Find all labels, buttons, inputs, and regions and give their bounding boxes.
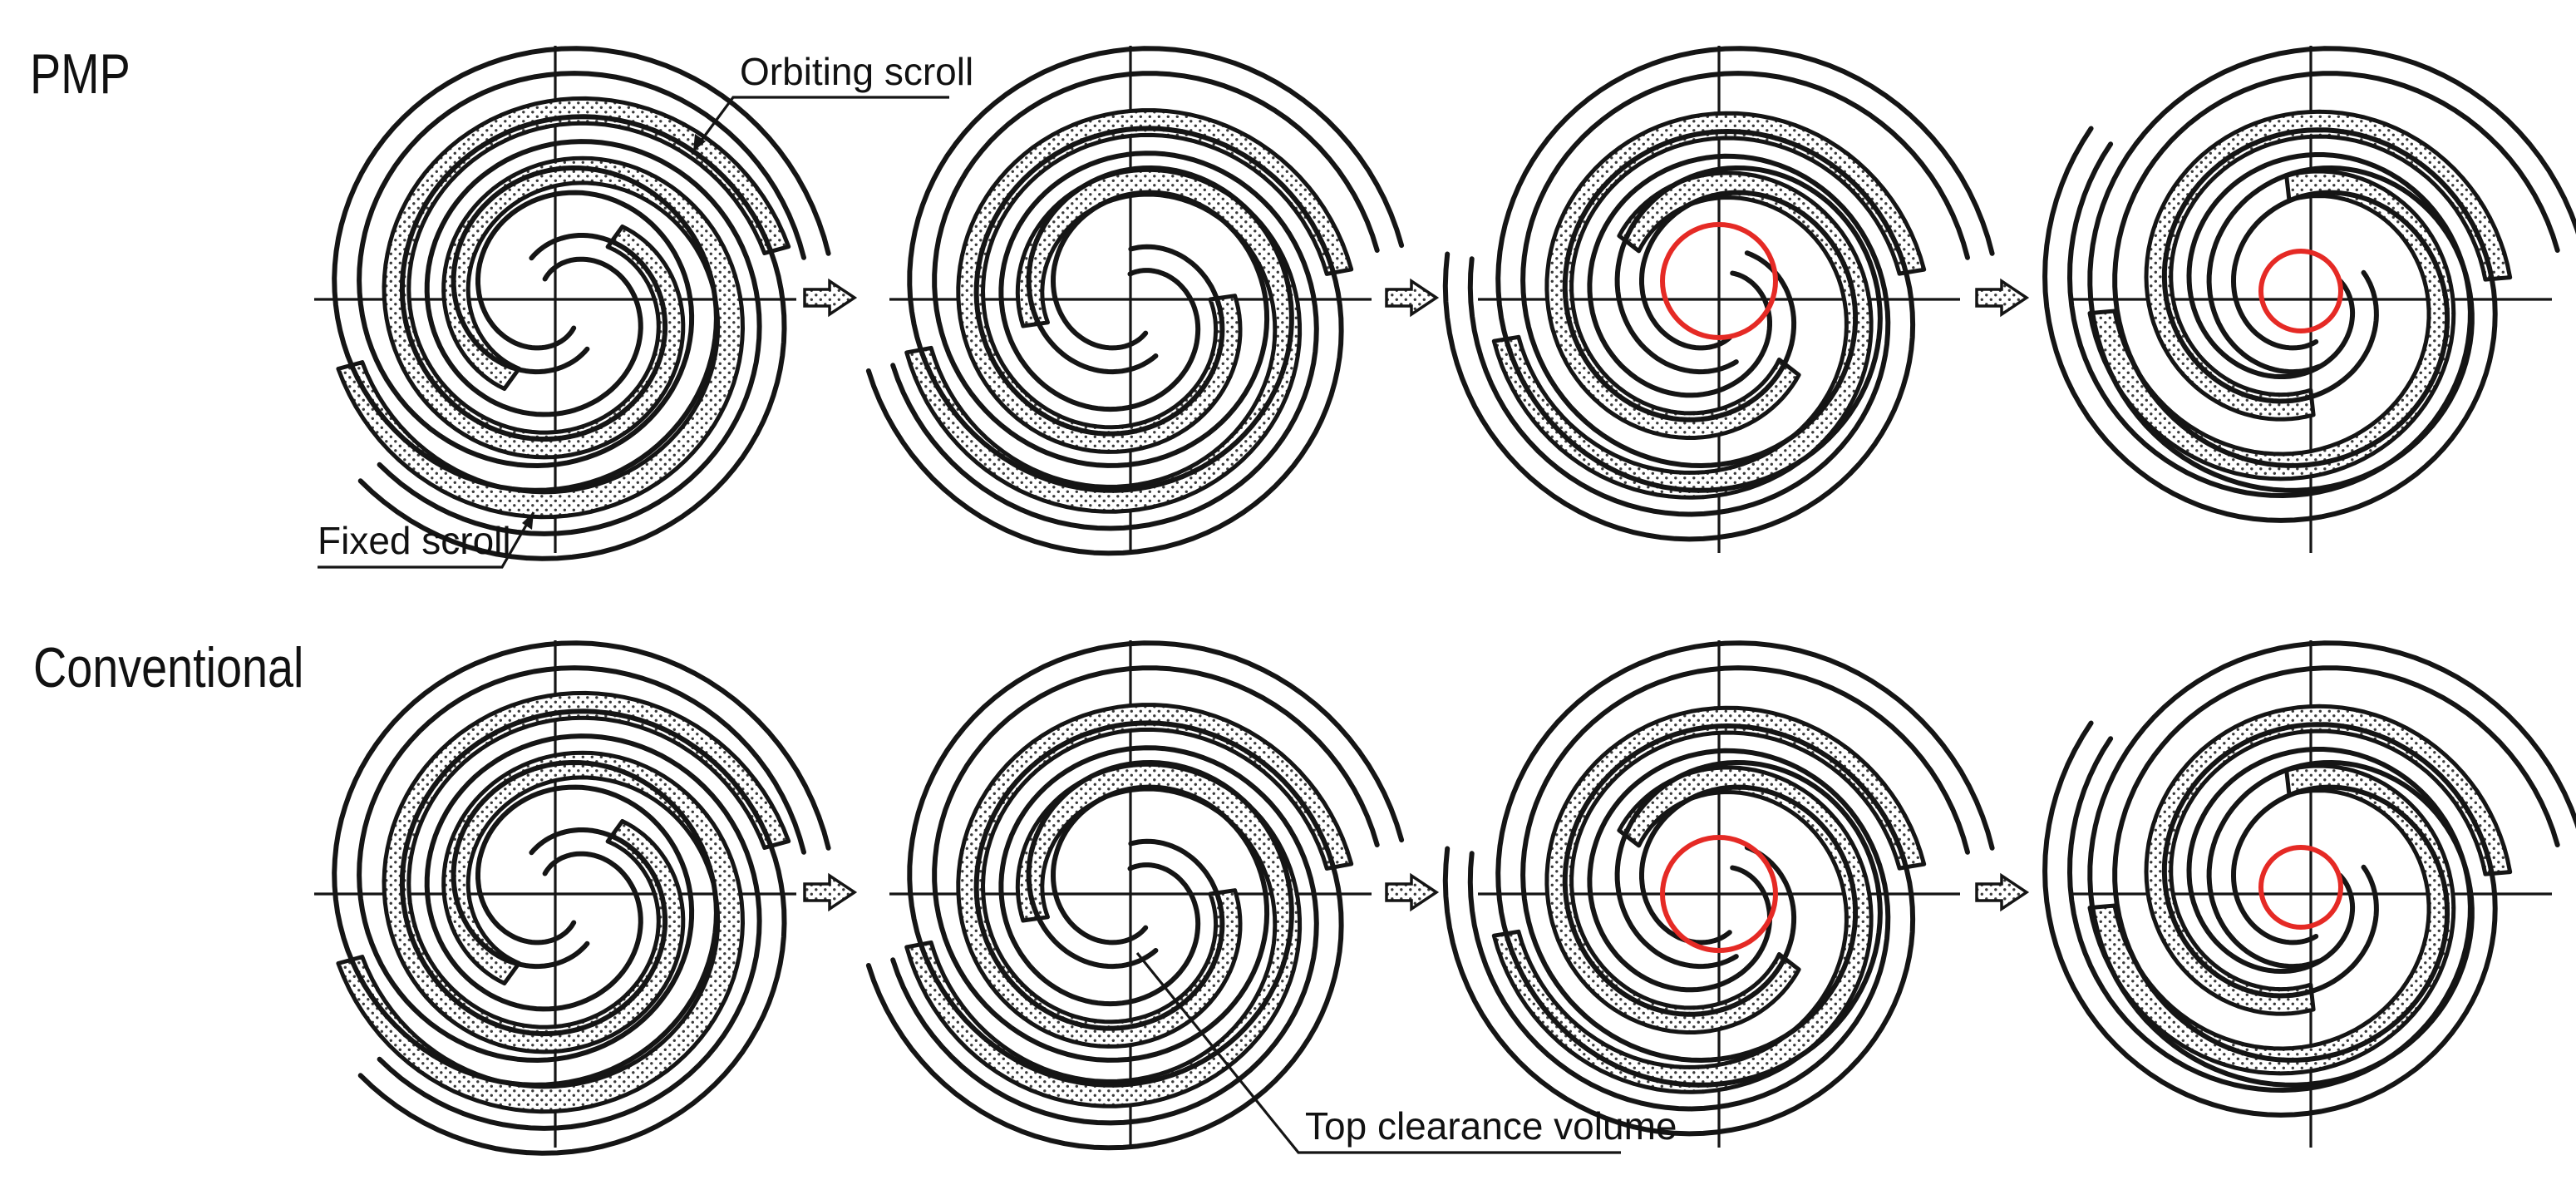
fixed-scroll-outer-wall <box>1495 640 1995 1088</box>
orbiting-scroll-outer-wall <box>1442 129 1916 542</box>
stage-2-3 <box>1442 640 2030 1148</box>
fixed-scroll-label: Fixed scroll <box>318 519 511 562</box>
fixed-scroll-callout: Fixed scroll <box>318 511 535 569</box>
process-arrow <box>1975 278 2030 318</box>
fixed-scroll-leader <box>318 511 535 569</box>
process-arrow <box>1385 872 1440 912</box>
highlight-circle <box>2258 249 2343 333</box>
compression-pocket-b <box>2144 704 2513 1016</box>
fixed-scroll-inner-wall <box>2112 665 2560 1063</box>
compression-pocket-a <box>336 156 745 520</box>
fixed-scroll-inner-wall <box>1520 665 1970 1063</box>
orbiting-scroll-inner-wall <box>377 733 762 1131</box>
process-arrow <box>803 278 858 318</box>
fixed-scroll-outer-wall <box>332 640 831 1088</box>
orbiting-scroll-outer-wall <box>2042 126 2498 523</box>
orbiting-scroll-outer-wall <box>2042 720 2498 1118</box>
top-clearance-callout: Top clearance volume <box>1135 951 1677 1154</box>
stage-2-4 <box>2042 640 2576 1148</box>
fixed-scroll-arrowhead <box>522 512 534 530</box>
orbiting-scroll-leader <box>692 96 949 152</box>
stage-1-3 <box>1442 46 2030 553</box>
compression-pocket-b <box>956 703 1354 1049</box>
process-arrow <box>803 872 858 912</box>
fixed-scroll-outer-wall <box>332 46 831 493</box>
stage-1-1 <box>314 46 858 561</box>
fixed-scroll-outer-wall <box>907 46 1405 493</box>
compression-pocket-b <box>1544 705 1927 1034</box>
stage-1-4 <box>2042 46 2576 553</box>
compression-pocket-b <box>382 690 791 1054</box>
row-label-conventional: Conventional <box>33 637 303 699</box>
fixed-scroll-inner-wall <box>2112 71 2560 468</box>
fixed-scroll-inner-wall <box>357 665 806 1063</box>
highlight-circle <box>1660 835 1778 953</box>
stage-1-2 <box>865 46 1440 556</box>
orbiting-scroll-outer-wall <box>1442 723 1916 1137</box>
fixed-scroll-inner-wall <box>357 71 806 468</box>
orbiting-scroll-outer-wall <box>865 720 1344 1151</box>
process-arrow <box>1975 872 2030 912</box>
orbiting-scroll-inner-wall <box>890 151 1319 531</box>
orbiting-scroll-inner-wall <box>2067 736 2473 1093</box>
stage-drawings <box>314 46 2576 1156</box>
fixed-scroll-inner-wall <box>1520 71 1970 468</box>
orbiting-scroll-inner-wall <box>2067 141 2473 498</box>
compression-pocket-a <box>2087 763 2456 1076</box>
row-label-pmp: PMP <box>30 43 131 106</box>
orbiting-scroll-outer-wall <box>357 708 787 1156</box>
stage-2-1 <box>314 640 858 1156</box>
highlight-circle <box>2258 845 2343 930</box>
orbiting-scroll-inner-wall <box>377 139 762 536</box>
top-clearance-leader <box>1135 951 1621 1154</box>
process-arrow <box>1385 278 1440 318</box>
compression-pocket-a <box>1491 765 1874 1094</box>
orbiting-scroll-inner-wall <box>890 745 1319 1126</box>
compression-pocket-b <box>1544 111 1927 440</box>
compression-pocket-b <box>382 96 791 460</box>
fixed-scroll-inner-wall <box>932 71 1380 468</box>
compression-pocket-a <box>2087 169 2456 481</box>
orbiting-scroll-inner-wall <box>1467 748 1891 1112</box>
compression-pocket-b <box>2144 109 2513 422</box>
fixed-scroll-outer-wall <box>907 640 1405 1088</box>
orbiting-scroll-label: Orbiting scroll <box>740 50 973 93</box>
orbiting-scroll-outer-wall <box>865 126 1344 556</box>
compression-pocket-b <box>956 108 1354 454</box>
stage-2-2 <box>865 640 1440 1151</box>
compression-pocket-a <box>1491 170 1874 500</box>
fixed-scroll-inner-wall <box>932 665 1380 1063</box>
orbiting-scroll-inner-wall <box>1467 153 1891 517</box>
orbiting-scroll-callout: Orbiting scroll <box>692 50 973 152</box>
orbiting-scroll-outer-wall <box>357 114 787 561</box>
highlight-circle <box>1660 222 1778 340</box>
compression-pocket-a <box>336 750 745 1114</box>
top-clearance-label: Top clearance volume <box>1305 1104 1677 1148</box>
orbiting-scroll-arrowhead <box>693 134 706 151</box>
fixed-scroll-outer-wall <box>1495 46 1995 493</box>
